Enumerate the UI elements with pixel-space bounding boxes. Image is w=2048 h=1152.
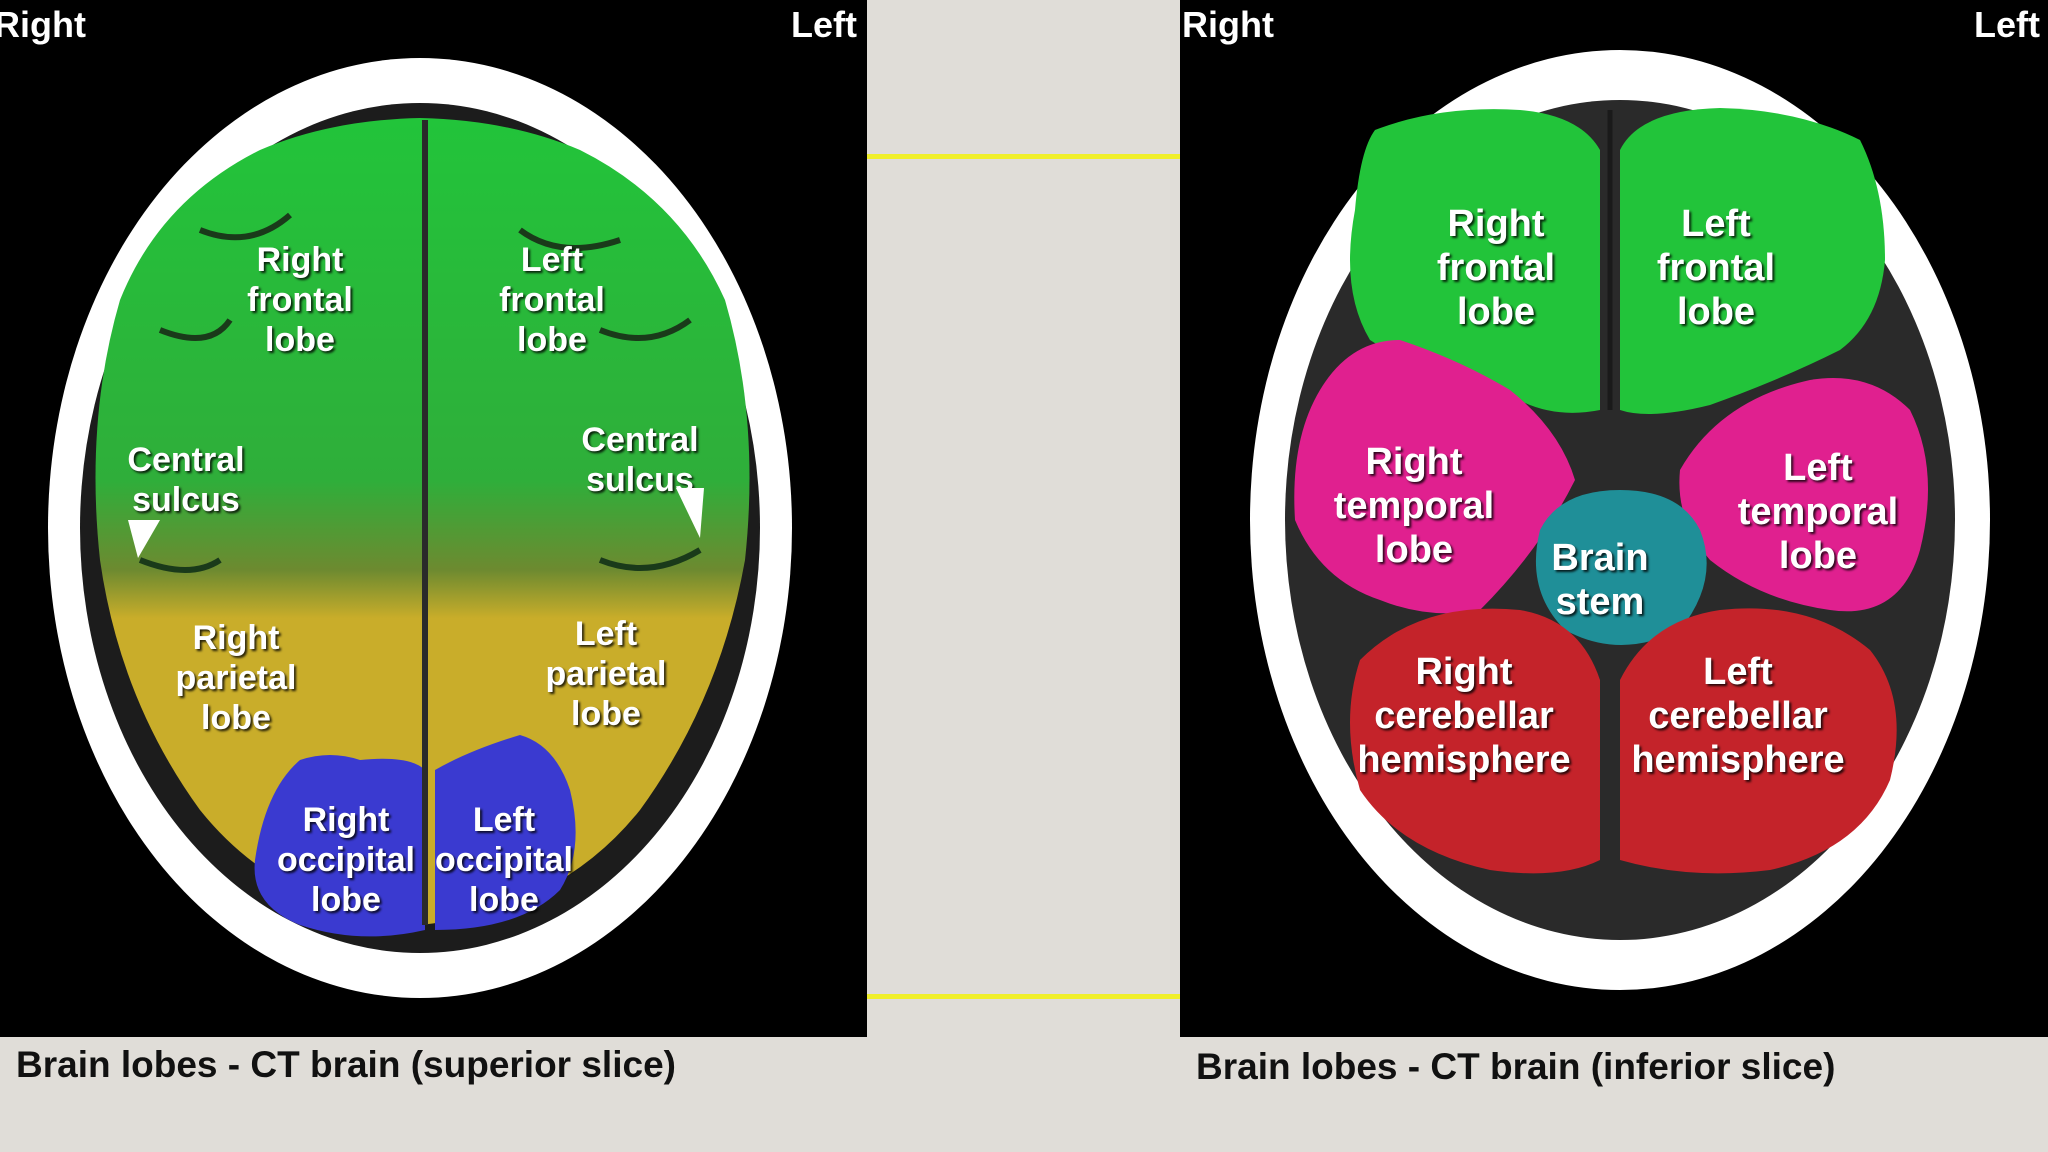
brain-stem-label: Brain stem	[1551, 537, 1649, 623]
left-cerebellar-hemisphere-label: Left cerebellar hemisphere	[1631, 651, 1845, 781]
inferior-slice-caption: Brain lobes - CT brain (inferior slice)	[1196, 1046, 1836, 1087]
right-temporal-region	[1294, 340, 1575, 614]
left-cerebellar-region	[1620, 608, 1897, 874]
right-frontal-region	[1350, 109, 1600, 413]
right-occipital-lobe-label: Right occipital lobe	[277, 801, 415, 919]
connector-bottom-line	[867, 994, 1180, 999]
sulci	[138, 212, 702, 573]
occipital-left	[435, 735, 576, 930]
right-frontal-lobe-label: Right frontal lobe	[1436, 203, 1556, 333]
superior-slice-image: Right Left Right frontal lobe Left front…	[0, 0, 867, 1037]
brain-stem-region	[1535, 490, 1707, 645]
left-frontal-region	[1620, 108, 1885, 414]
left-frontal-lobe-label: Left frontal lobe	[1656, 203, 1776, 333]
right-cerebellar-region	[1350, 608, 1600, 874]
right-central-sulcus-label: Central sulcus	[127, 441, 245, 519]
right-parietal-lobe-label: Right parietal lobe	[175, 619, 297, 737]
superior-slice-illustration	[48, 58, 792, 998]
right-cerebellar-hemisphere-label: Right cerebellar hemisphere	[1357, 651, 1571, 781]
inferior-slice-illustration	[1250, 50, 1990, 990]
hemisphere-left-label: Left	[1974, 4, 2040, 45]
right-temporal-lobe-label: Right temporal lobe	[1333, 441, 1495, 571]
hemisphere-right-label: Right	[0, 4, 86, 45]
connector-top-line	[867, 154, 1180, 159]
left-frontal-lobe-label: Left frontal lobe	[499, 241, 605, 359]
right-frontal-lobe-label: Right frontal lobe	[247, 241, 353, 359]
left-temporal-lobe-label: Left temporal lobe	[1737, 447, 1899, 577]
left-parietal-lobe-label: Left parietal lobe	[545, 615, 667, 733]
superior-slice-caption: Brain lobes - CT brain (superior slice)	[16, 1044, 676, 1085]
hemisphere-right-label: Right	[1182, 4, 1274, 45]
occipital-right	[254, 755, 425, 937]
hemisphere-left-label: Left	[791, 4, 857, 45]
left-central-sulcus-label: Central sulcus	[581, 421, 699, 499]
inferior-slice-image: Right Left Right frontal lobe Left front…	[1180, 0, 2048, 1037]
left-temporal-region	[1679, 378, 1928, 612]
left-occipital-lobe-label: Left occipital lobe	[435, 801, 573, 919]
